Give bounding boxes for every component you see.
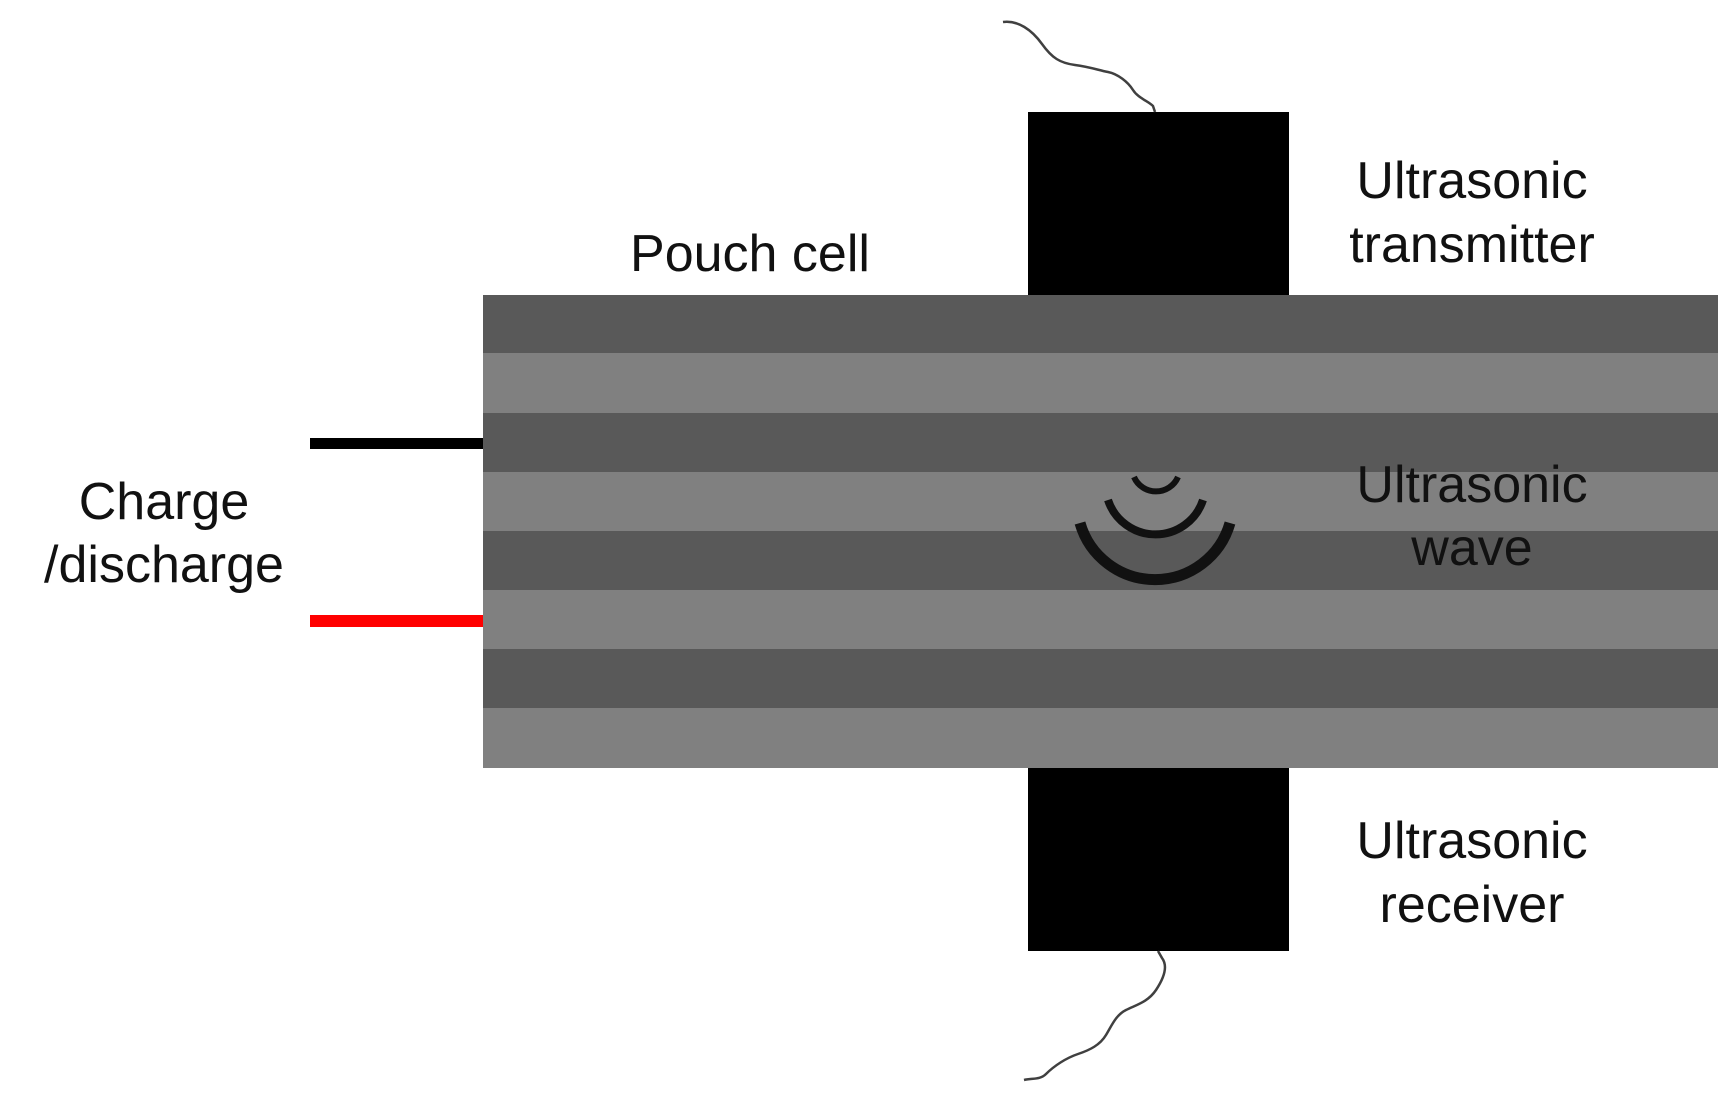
ultrasonic-transmitter-block bbox=[1028, 112, 1289, 295]
charge-label-line2: /discharge bbox=[44, 536, 284, 594]
cell-layer-light bbox=[483, 590, 1718, 649]
receiver-label-line1: Ultrasonic bbox=[1356, 812, 1587, 870]
ultrasonic-wave-icon bbox=[1074, 475, 1236, 586]
pouch-cell-label: Pouch cell bbox=[630, 225, 870, 283]
receiver-label-line2: receiver bbox=[1380, 876, 1565, 934]
cell-layer-dark bbox=[483, 413, 1718, 472]
receiver-cable bbox=[1023, 950, 1167, 1082]
wave-label-line2: wave bbox=[1410, 519, 1532, 577]
charge-label-line1: Charge bbox=[79, 473, 250, 531]
cell-layer-dark bbox=[483, 649, 1718, 708]
cell-layer-light bbox=[483, 708, 1718, 768]
cell-layer-light bbox=[483, 353, 1718, 413]
cell-layer-light bbox=[483, 472, 1718, 531]
negative-lead bbox=[310, 438, 483, 449]
wave-label-line1: Ultrasonic bbox=[1356, 456, 1587, 514]
pouch-cell bbox=[483, 295, 1718, 768]
positive-lead bbox=[310, 615, 483, 627]
transmitter-label-line1: Ultrasonic bbox=[1356, 152, 1587, 210]
transmitter-label-line2: transmitter bbox=[1349, 216, 1595, 274]
ultrasonic-receiver-block bbox=[1028, 768, 1289, 951]
transmitter-cable bbox=[1002, 20, 1157, 113]
cell-layer-dark bbox=[483, 295, 1718, 353]
